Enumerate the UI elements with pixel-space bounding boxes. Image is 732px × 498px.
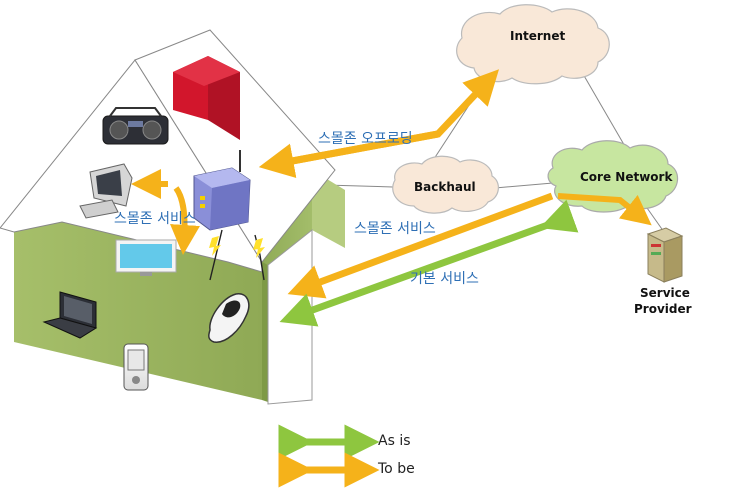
crt-monitor-icon [79, 163, 133, 219]
chimney-top [173, 56, 240, 86]
arrow-offloading [258, 69, 500, 179]
arrow-basic-service [279, 199, 579, 327]
bolt-icon [253, 238, 265, 258]
internet-label: Internet [510, 29, 566, 43]
legend-to-be-label: To be [378, 461, 415, 477]
core-network-label: Core Network [580, 170, 673, 184]
internet-cloud [456, 4, 610, 85]
arrow-core-to-server [557, 193, 652, 226]
smallzone-service-inside-label: 스몰존 서비스 [114, 211, 196, 227]
laptop-icon [42, 291, 98, 339]
pda-icon [123, 343, 149, 391]
backhaul-label: Backhaul [414, 180, 476, 194]
offloading-label: 스몰존 오프로딩 [318, 131, 413, 147]
provider-label: Provider [634, 302, 692, 316]
server-icon [646, 227, 684, 283]
service-label: Service [640, 286, 690, 300]
bolt-icon [209, 236, 221, 256]
boombox-icon [102, 107, 169, 145]
link-backhaul-core [494, 182, 554, 189]
wifi-router-icon [193, 150, 251, 231]
smallzone-service-outside-label: 스몰존 서비스 [354, 221, 436, 237]
flip-phone-icon [208, 293, 250, 343]
flat-tv-icon [115, 239, 177, 276]
core-network-cloud [547, 140, 679, 213]
arrow-smallzone-service-inside [131, 169, 200, 255]
basic-service-label: 기본 서비스 [410, 271, 479, 287]
legend-as-is-label: As is [378, 433, 411, 449]
